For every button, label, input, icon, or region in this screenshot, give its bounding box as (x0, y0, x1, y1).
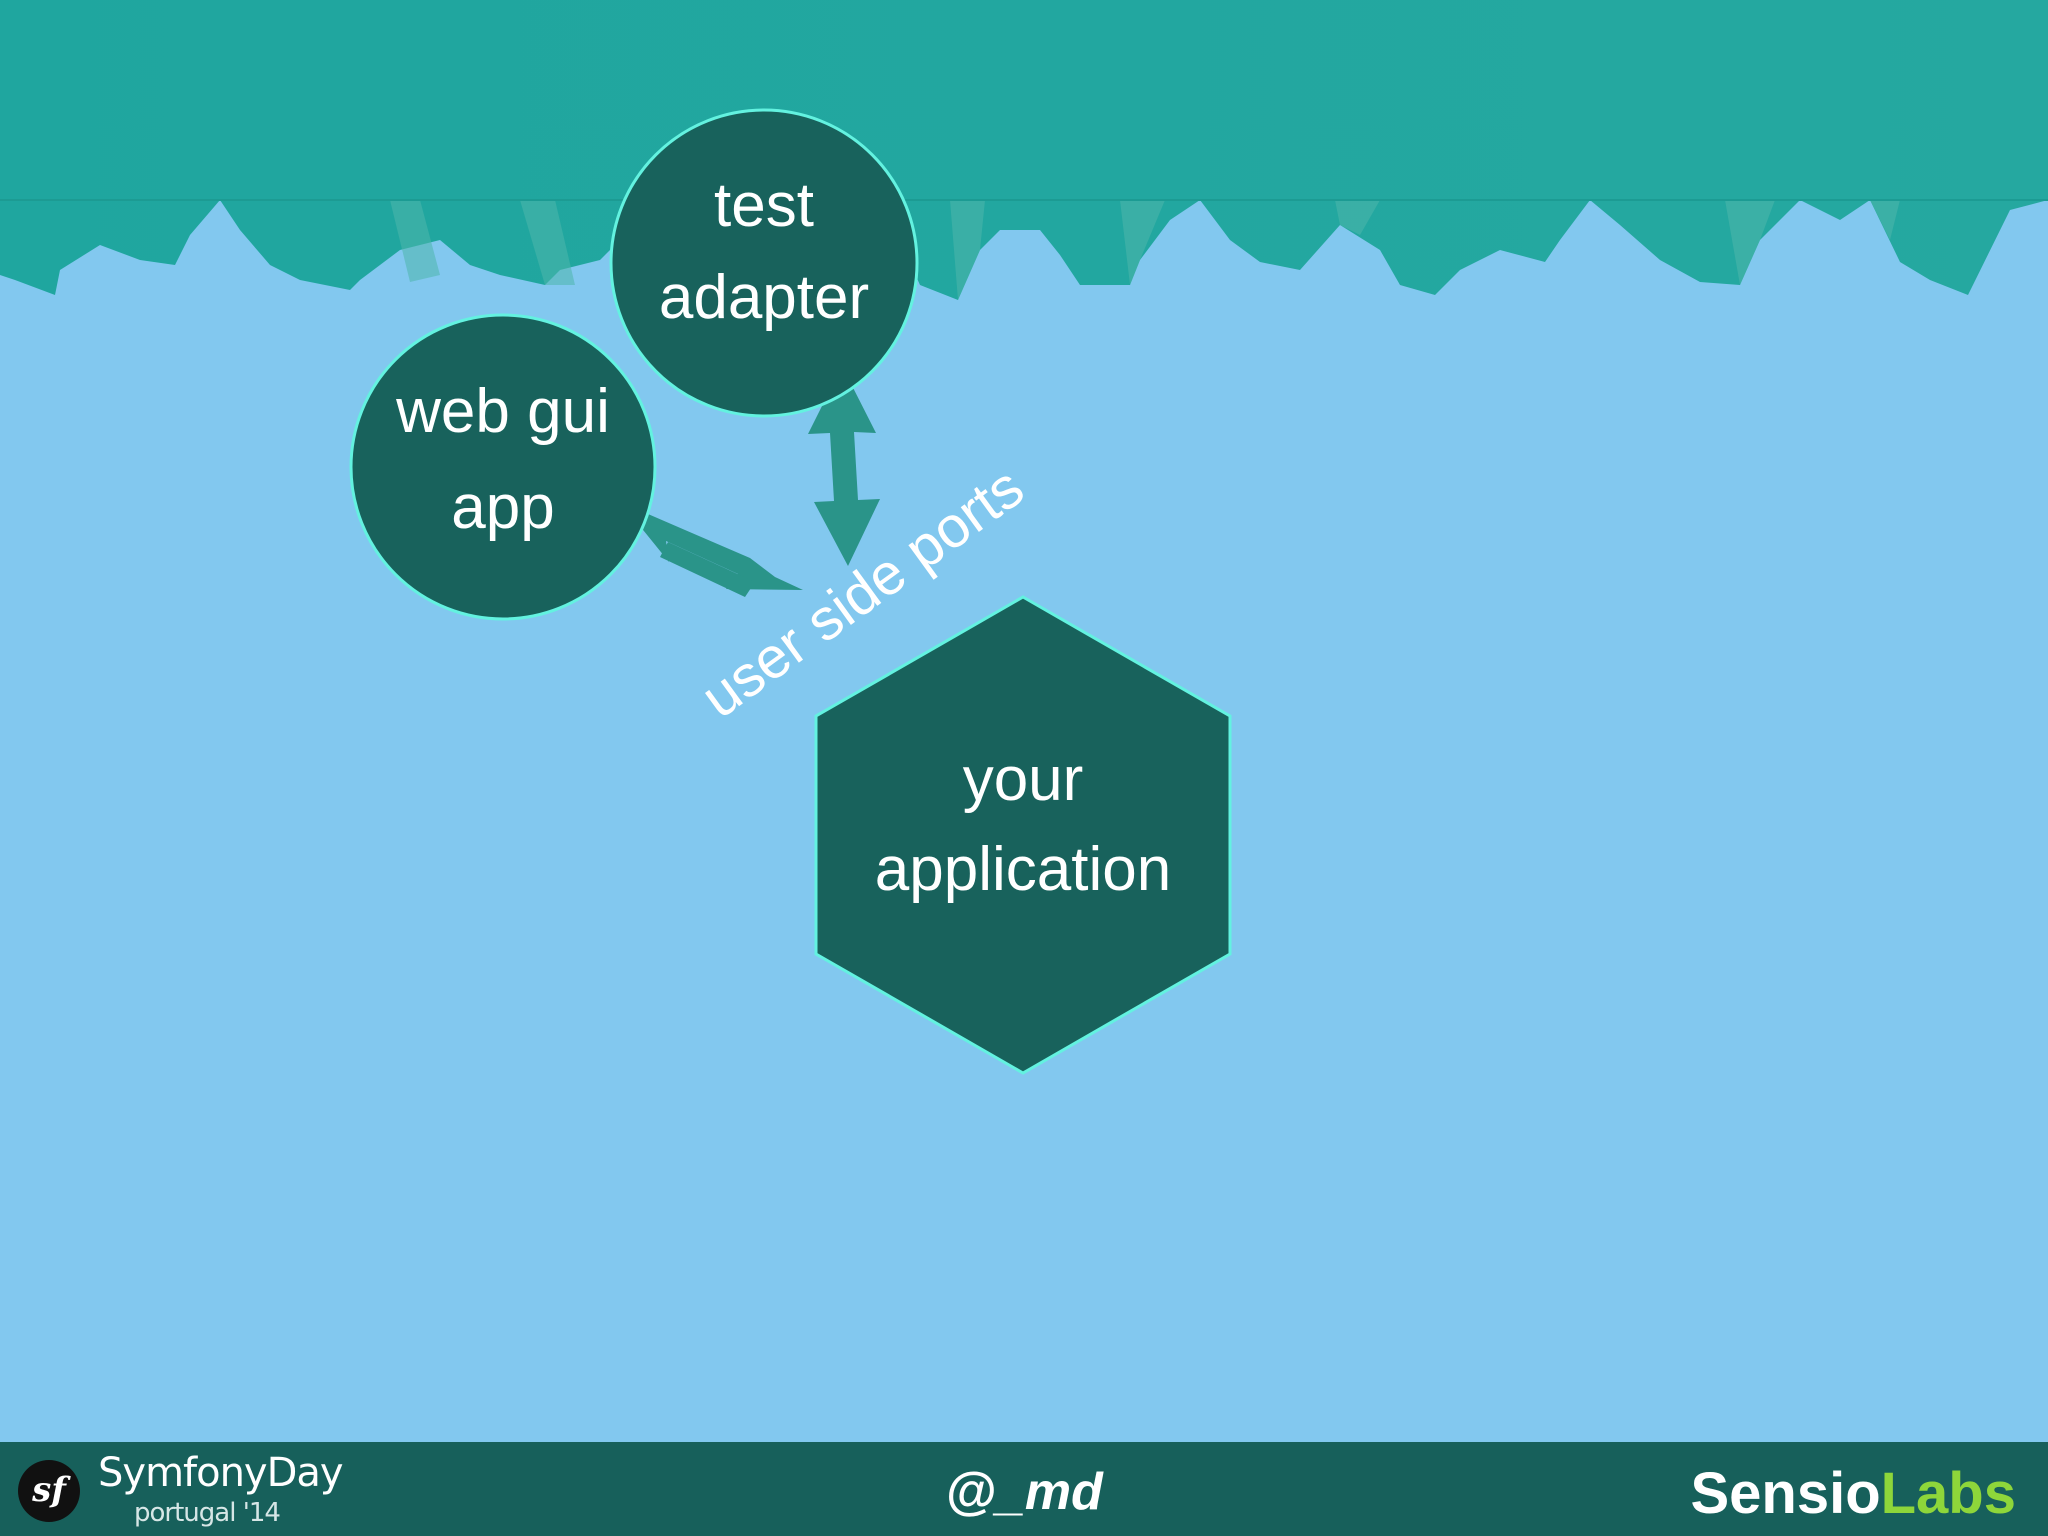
header-banner (0, 0, 2048, 300)
your-application-label-line1: your (963, 745, 1084, 814)
your-application-label-line2: application (875, 835, 1171, 904)
company-logo: SensioLabs (1690, 1460, 2016, 1527)
arrow-test-adapter-to-ports (808, 366, 880, 566)
banner-facet (1860, 200, 1900, 240)
test-adapter-node (609, 108, 919, 418)
banner-facet (950, 200, 985, 300)
banner-facet (1725, 200, 1775, 285)
banner-facet (1335, 200, 1380, 235)
banner-facet (520, 200, 575, 285)
event-name: SymfonyDay (98, 1450, 344, 1496)
test-adapter-label-line1: test (714, 171, 814, 240)
web-gui-app-node (349, 313, 657, 621)
speaker-handle: @_md (945, 1463, 1103, 1521)
event-subtitle: portugal '14 (134, 1498, 281, 1528)
footer-bar: sf SymfonyDay portugal '14 @_md SensioLa… (0, 1442, 2048, 1536)
web-gui-app-label-line2: app (451, 473, 554, 542)
your-application-node (814, 595, 1232, 1075)
arrow-web-gui-to-ports (622, 504, 803, 597)
banner-facet (390, 200, 440, 282)
test-adapter-label-line2: adapter (659, 263, 869, 332)
company-name-part2: Labs (1880, 1461, 2016, 1526)
web-gui-app-label-line1: web gui (395, 377, 610, 446)
banner-facet (1120, 200, 1165, 285)
symfony-logo-text: sf (32, 1470, 66, 1510)
company-name-part1: Sensio (1690, 1461, 1881, 1526)
symfony-logo: sf (18, 1460, 80, 1522)
